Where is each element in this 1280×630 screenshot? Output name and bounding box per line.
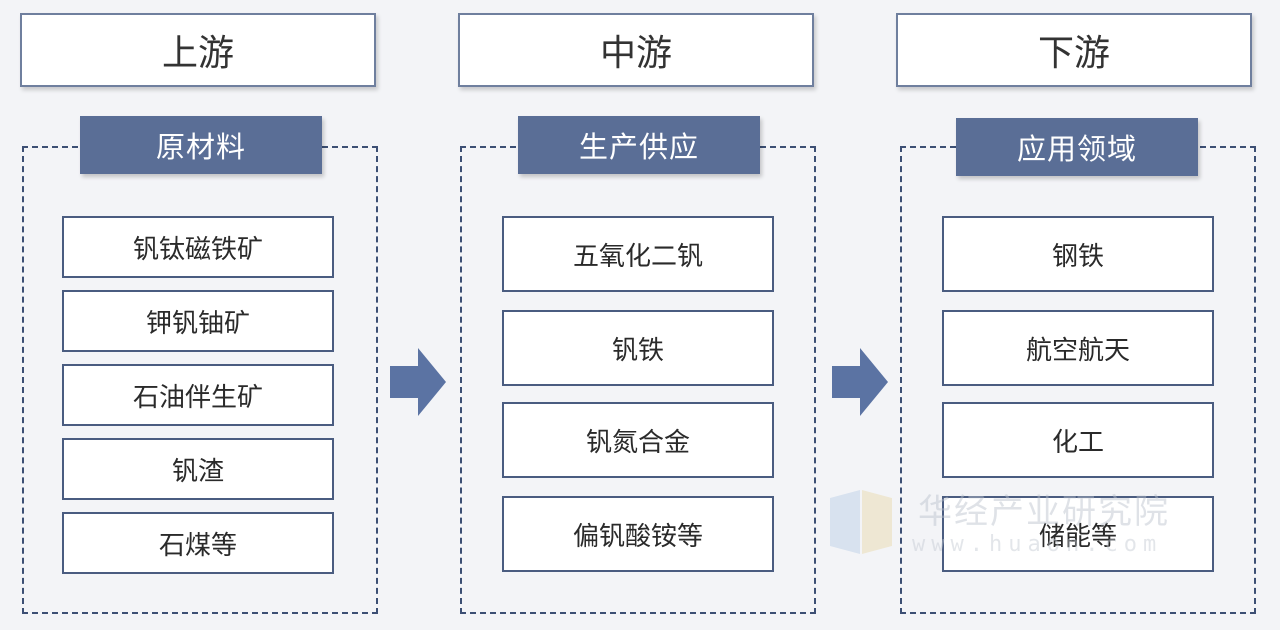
- upstream-item: 钾钒铀矿: [62, 290, 334, 352]
- arrow-right-icon: [390, 348, 446, 416]
- stage-header-midstream: 中游: [458, 13, 814, 87]
- arrow-right-icon: [832, 348, 888, 416]
- downstream-label: 应用领域: [956, 118, 1198, 176]
- upstream-item: 石煤等: [62, 512, 334, 574]
- downstream-item: 钢铁: [942, 216, 1214, 292]
- downstream-item: 储能等: [942, 496, 1214, 572]
- stage-header-downstream: 下游: [896, 13, 1252, 87]
- watermark-logo-icon: [830, 490, 892, 554]
- downstream-item: 化工: [942, 402, 1214, 478]
- upstream-item: 钒钛磁铁矿: [62, 216, 334, 278]
- midstream-item: 钒氮合金: [502, 402, 774, 478]
- stage-header-upstream: 上游: [20, 13, 376, 87]
- downstream-item: 航空航天: [942, 310, 1214, 386]
- upstream-label: 原材料: [80, 116, 322, 174]
- upstream-item: 石油伴生矿: [62, 364, 334, 426]
- upstream-item: 钒渣: [62, 438, 334, 500]
- midstream-item: 五氧化二钒: [502, 216, 774, 292]
- midstream-label: 生产供应: [518, 116, 760, 174]
- midstream-item: 钒铁: [502, 310, 774, 386]
- midstream-item: 偏钒酸铵等: [502, 496, 774, 572]
